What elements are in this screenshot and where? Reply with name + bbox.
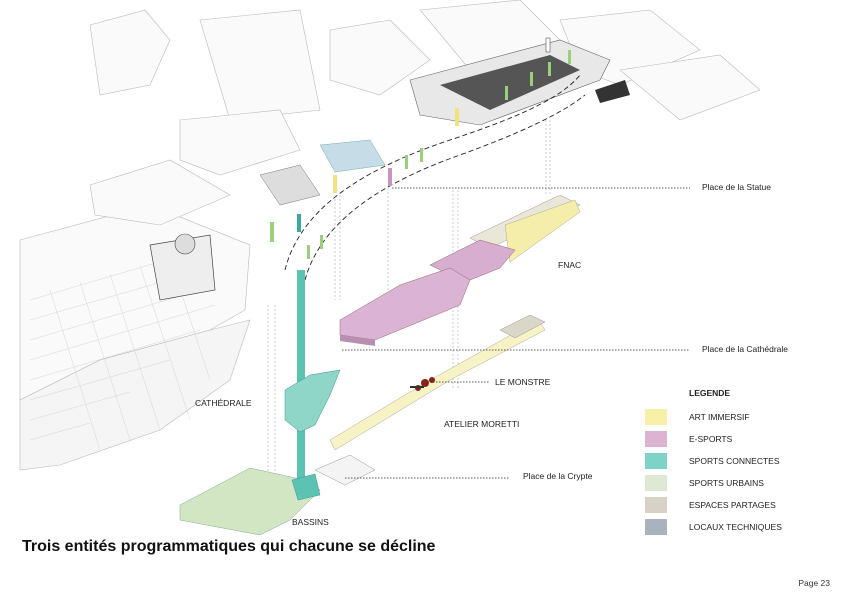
label-atelier-moretti: ATELIER MORETTI [444,419,519,429]
legend-label: LOCAUX TECHNIQUES [689,522,782,532]
label-le-monstre: LE MONSTRE [495,377,551,387]
legend-title: LEGENDE [689,388,731,398]
label-place-cathedrale: Place de la Cathédrale [702,344,788,354]
program-markers [270,37,571,259]
label-place-statue: Place de la Statue [702,182,771,192]
legend-item-e-sports: E-SPORTS [645,428,825,450]
sports-connectes-shaft [297,270,305,485]
legend-label: SPORTS URBAINS [689,478,764,488]
legend-swatch [645,475,667,491]
legend-label: SPORTS CONNECTES [689,456,780,466]
legend-item-sports-connectes: SPORTS CONNECTES [645,450,825,472]
label-place-crypte: Place de la Crypte [523,471,593,481]
legend-item-espaces-partages: ESPACES PARTAGES [645,494,825,516]
legend-item-art-immersif: ART IMMERSIF [645,406,825,428]
legend-swatch [645,453,667,469]
leader-lines [342,187,690,479]
legend: LEGENDE ART IMMERSIF E-SPORTS SPORTS CON… [645,388,825,538]
legend-item-sports-urbains: SPORTS URBAINS [645,472,825,494]
le-monstre-sculpture [410,377,435,391]
legend-label: ART IMMERSIF [689,412,750,422]
city-context [19,0,761,471]
grid-pattern [29,249,216,451]
cathedrale-level [284,314,546,451]
upper-site [149,39,630,301]
legend-label: E-SPORTS [689,434,733,444]
page-number: Page 23 [798,578,830,588]
legend-swatch [645,519,667,535]
legend-swatch [645,497,667,513]
caption-title: Trois entités programmatiques qui chacun… [22,538,436,555]
label-bassins: BASSINS [292,517,329,527]
label-cathedrale: CATHÉDRALE [195,398,252,408]
bassins-level [179,454,376,536]
legend-label: ESPACES PARTAGES [689,500,776,510]
legend-item-locaux-techniques: LOCAUX TECHNIQUES [645,516,825,538]
legend-swatch [645,431,667,447]
legend-swatch [645,409,667,425]
label-fnac: FNAC [558,260,581,270]
fnac-level [339,194,581,346]
